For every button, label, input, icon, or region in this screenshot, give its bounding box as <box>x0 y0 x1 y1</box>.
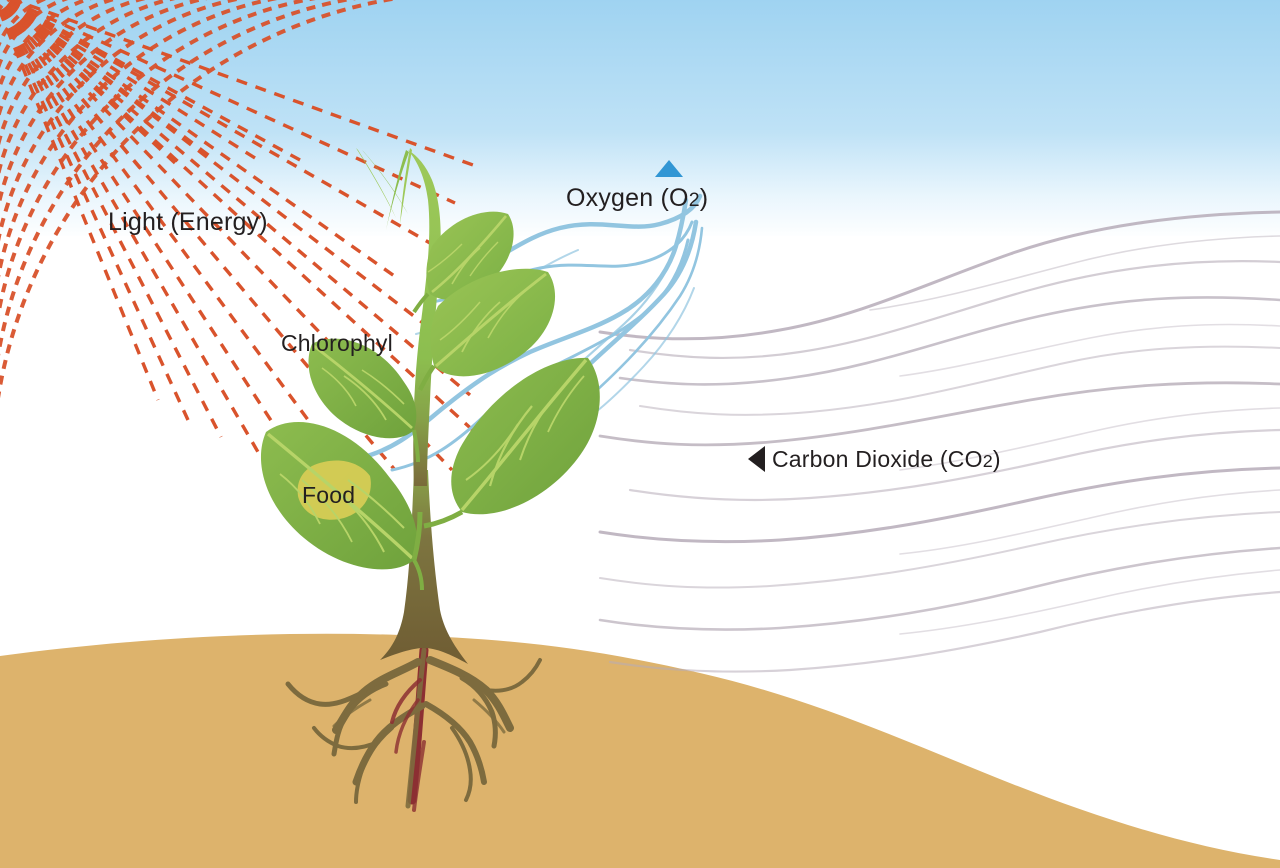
soil-ground <box>0 633 1280 868</box>
label-light-energy: Light (Energy) <box>108 208 268 236</box>
plant-trunk <box>380 470 468 664</box>
triangle-left-icon <box>748 446 765 472</box>
sky-background <box>0 0 1280 240</box>
plant-top-sprouts <box>356 148 412 230</box>
label-oxygen-close: ) <box>699 184 709 212</box>
label-co2-close: ) <box>992 446 1001 472</box>
label-co2-text: Carbon Dioxide (CO <box>772 446 983 472</box>
leaf-mid-left <box>308 338 420 463</box>
leaf-large-left <box>260 422 424 591</box>
label-oxygen: Oxygen (O2) <box>566 184 708 213</box>
label-oxygen-subscript: 2 <box>688 189 700 211</box>
label-co2-subscript: 2 <box>982 451 993 471</box>
leaf-large-right <box>423 357 600 529</box>
sun-rays <box>0 0 502 472</box>
label-oxygen-text: Oxygen (O <box>566 184 689 212</box>
label-food: Food <box>302 482 356 508</box>
co2-wavy-lines <box>598 210 1280 673</box>
leaf-mid-right <box>417 268 556 392</box>
label-carbon-dioxide: Carbon Dioxide (CO2) <box>772 446 1001 473</box>
plant-stem <box>408 150 441 486</box>
label-chlorophyl: Chlorophyl <box>281 330 393 356</box>
triangle-up-icon <box>655 160 683 177</box>
root-system <box>285 645 542 812</box>
